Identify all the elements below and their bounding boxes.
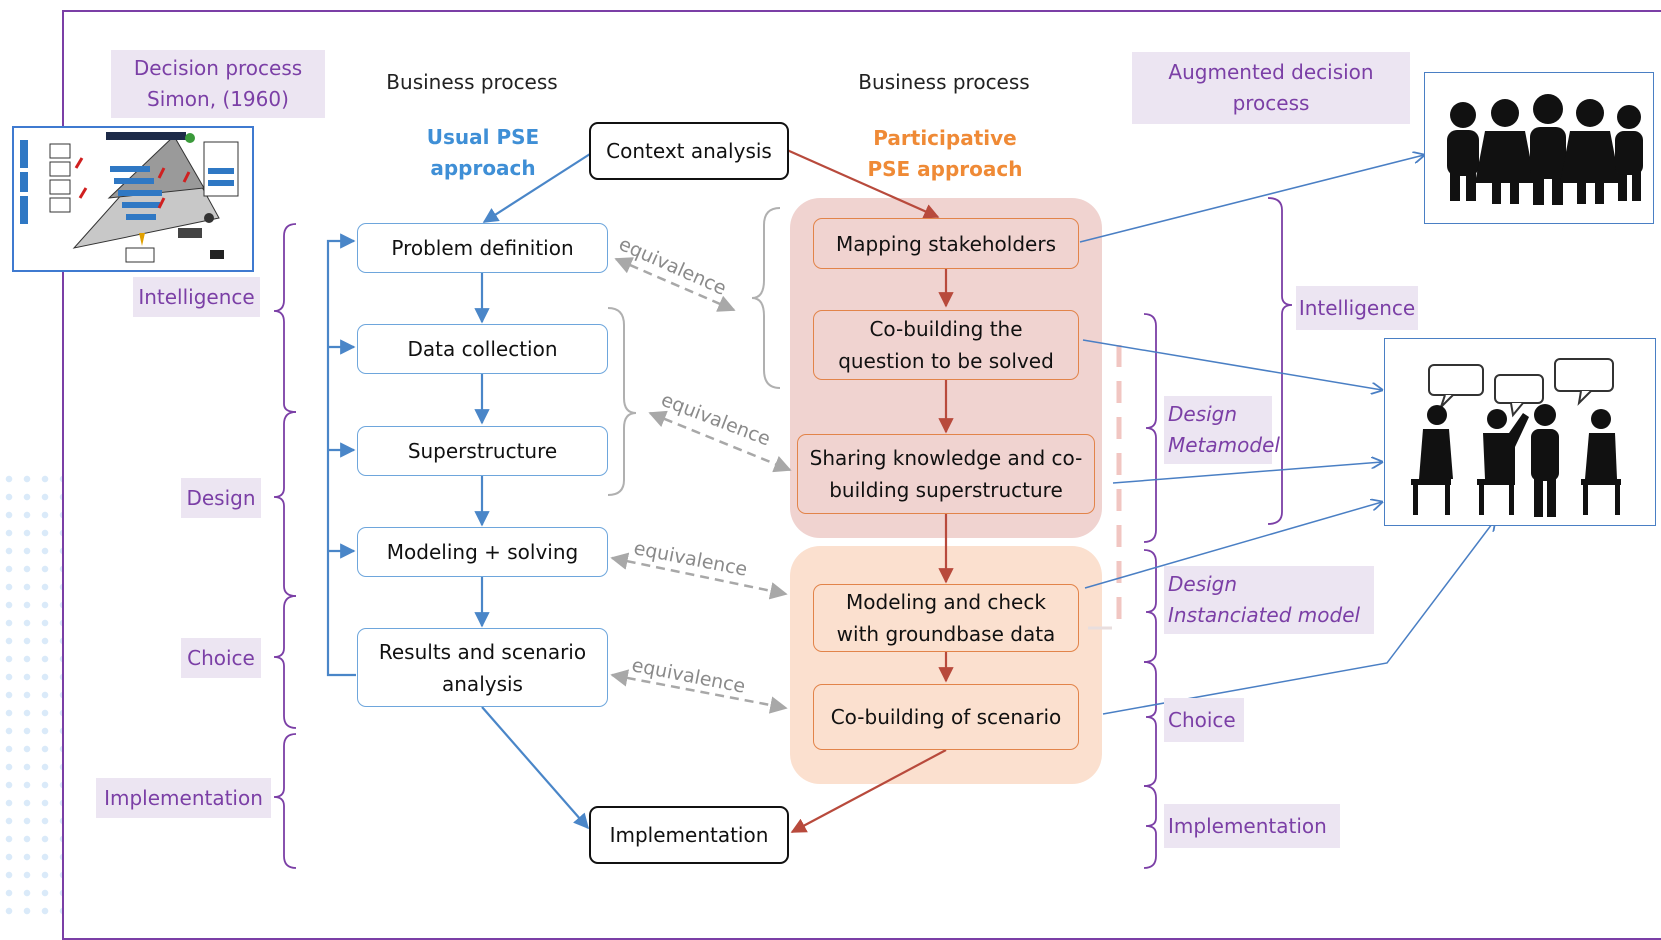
people-group-icon	[1447, 94, 1643, 205]
modeling-solving-node: Modeling + solving	[357, 527, 608, 577]
right-intelligence-tag: Intelligence	[1296, 286, 1418, 330]
thumbnail-pyramid-icon	[16, 130, 250, 268]
business-process-right-header: Business process	[858, 70, 1030, 94]
right-choice-tag: Choice	[1164, 698, 1244, 742]
mapping-stakeholders-node: Mapping stakeholders	[813, 218, 1079, 269]
right-implementation-tag: Implementation	[1164, 804, 1340, 848]
data-collection-node: Data collection	[357, 324, 608, 374]
participative-flow-arrows	[786, 148, 954, 833]
context-analysis-node: Context analysis	[589, 122, 789, 180]
cobuilding-scenario-node: Co-building of scenario	[813, 684, 1079, 750]
results-scenario-node: Results and scenario analysis	[357, 628, 608, 707]
right-phase-brackets	[1143, 197, 1293, 869]
implementation-node: Implementation	[589, 806, 789, 864]
equivalence-arrows	[610, 257, 792, 714]
equivalence-brackets	[607, 207, 781, 496]
usual-pse-approach-label: Usual PSE approach	[426, 125, 540, 180]
cobuilding-question-node: Co-building the question to be solved	[813, 310, 1079, 380]
superstructure-node: Superstructure	[357, 426, 608, 476]
left-intelligence-tag: Intelligence	[133, 277, 260, 317]
business-process-left-header: Business process	[386, 70, 558, 94]
meeting-discussion-icon	[1411, 358, 1621, 517]
decision-process-tag: Decision process Simon, (1960)	[111, 50, 325, 118]
decorative-dot-pattern	[0, 470, 62, 920]
participative-pse-approach-label: Participative PSE approach	[867, 126, 1023, 181]
left-phase-brackets	[273, 223, 297, 869]
left-design-tag: Design	[181, 478, 261, 518]
left-implementation-tag: Implementation	[96, 778, 271, 818]
sharing-knowledge-node: Sharing knowledge and co- building super…	[797, 434, 1095, 514]
left-choice-tag: Choice	[181, 638, 261, 678]
usual-flow-arrows	[326, 153, 591, 830]
diagram-connectors	[273, 148, 1661, 869]
augmented-decision-process-tag: Augmented decision process	[1132, 52, 1410, 124]
decision-pyramid-thumbnail	[12, 126, 254, 272]
participative-panel-top	[790, 198, 1102, 538]
design-metamodel-tag: Design Metamodel	[1164, 396, 1280, 464]
design-instanciated-tag: Design Instanciated model	[1164, 566, 1374, 634]
meeting-picture	[1384, 338, 1656, 526]
people-group-picture	[1424, 72, 1654, 224]
modeling-check-node: Modeling and check with groundbase data	[813, 584, 1079, 652]
problem-definition-node: Problem definition	[357, 223, 608, 273]
link-lines	[1079, 155, 1495, 715]
